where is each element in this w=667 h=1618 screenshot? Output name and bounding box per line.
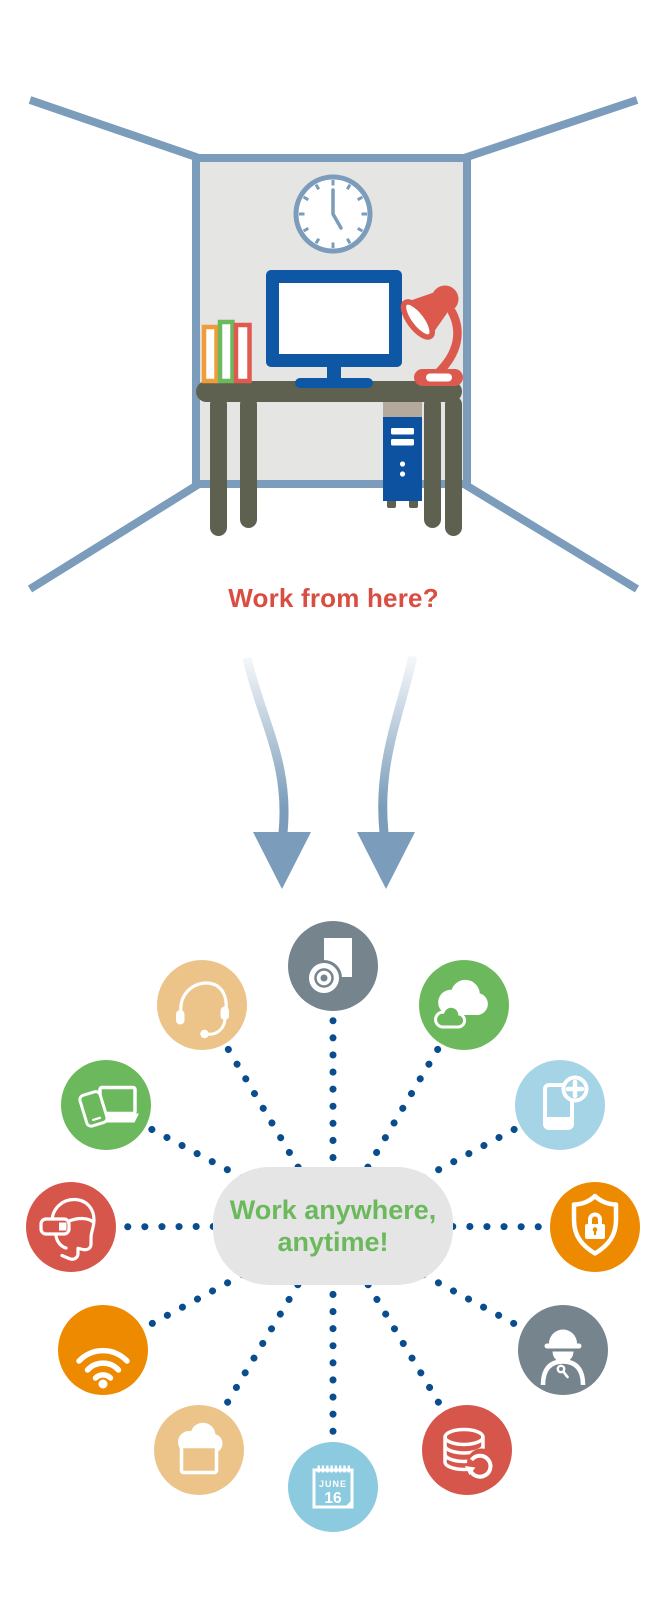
vr-headset-icon <box>39 1197 96 1261</box>
curved-arrow-right-icon <box>357 655 418 889</box>
desk-legs <box>210 396 462 536</box>
node-vr <box>26 1182 116 1272</box>
center-label-line1: Work anywhere, <box>229 1194 437 1225</box>
calendar-month: JUNE <box>319 1479 347 1489</box>
node-software-media <box>288 921 378 1011</box>
curved-arrow-left-icon <box>242 657 311 889</box>
clouds-icon <box>434 979 488 1029</box>
node-cloud-services <box>419 960 509 1050</box>
dotted-connectors <box>67 962 599 1491</box>
cubicle-illustration <box>27 96 640 593</box>
work-from-here-caption: Work from here? <box>228 583 439 613</box>
center-label: Work anywhere, anytime! <box>213 1167 453 1285</box>
node-devices <box>61 1060 151 1150</box>
node-mobile-app <box>515 1060 605 1150</box>
lamp-icon <box>400 285 463 386</box>
node-data-sync <box>422 1405 512 1495</box>
node-wifi <box>58 1305 148 1395</box>
software-disc-icon <box>306 938 352 996</box>
phone-plus-icon <box>543 1075 589 1130</box>
calendar-icon: JUNE 16 <box>312 1465 354 1509</box>
node-security <box>550 1182 640 1272</box>
node-virtual-desktop <box>154 1405 244 1495</box>
calendar-day: 16 <box>324 1490 342 1507</box>
pc-tower-icon <box>383 399 422 508</box>
center-bubble <box>213 1167 453 1285</box>
books-icon <box>201 319 252 384</box>
radial-diagram: Work anywhere, anytime! <box>0 890 667 1590</box>
center-label-line2: anytime! <box>277 1227 389 1257</box>
node-schedule: JUNE 16 <box>288 1442 378 1532</box>
wifi-icon <box>76 1347 130 1389</box>
database-refresh-icon <box>443 1427 496 1479</box>
shield-lock-icon <box>571 1193 619 1256</box>
arrows-down <box>242 655 418 889</box>
wall-edges <box>27 96 640 593</box>
cloud-desktop-icon <box>177 1422 223 1475</box>
desk-top <box>196 381 462 402</box>
headset-icon <box>176 981 229 1039</box>
node-field-worker <box>518 1305 608 1395</box>
node-support <box>157 960 247 1050</box>
clock-icon <box>293 174 373 254</box>
worker-hardhat-icon <box>540 1329 586 1386</box>
laptop-tablet-icon <box>78 1085 139 1128</box>
monitor-icon <box>266 270 402 388</box>
